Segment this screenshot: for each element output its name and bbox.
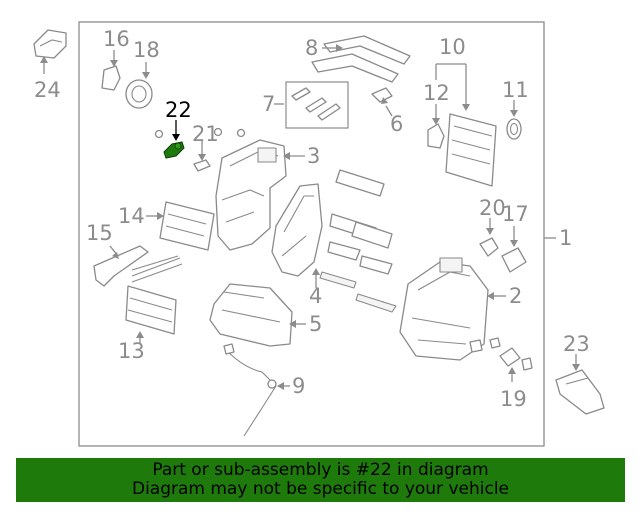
group-7-box [285,81,349,129]
part-23-duct[interactable] [555,369,605,415]
part-3-upper-case[interactable] [215,139,287,251]
label-20: 20 [479,196,506,220]
label-10: 10 [439,35,466,59]
label-24: 24 [34,78,61,102]
info-banner: Part or sub-assembly is #22 in diagram D… [16,458,625,502]
part-doors-filters [319,169,397,313]
part-24-bracket[interactable] [33,29,67,59]
label-1: 1 [559,226,572,250]
label-6: 6 [390,112,403,136]
part-15-duct[interactable] [93,245,149,287]
part-9-harness[interactable] [223,343,277,437]
part-8-seal[interactable] [311,35,411,83]
label-19: 19 [500,387,527,411]
label-2: 2 [509,284,522,308]
part-13-heater-core[interactable] [125,255,183,335]
part-20-actuator[interactable] [479,237,499,257]
part-17-module[interactable] [501,247,527,273]
part-6-gasket[interactable] [371,87,393,103]
label-16: 16 [103,27,130,51]
banner-line-2: Diagram may not be specific to your vehi… [131,479,509,499]
label-8: 8 [305,36,318,60]
label-21: 21 [192,122,219,146]
label-13: 13 [118,339,145,363]
label-3: 3 [307,144,320,168]
parts-diagram: 24 16 18 22 21 3 [33,21,605,447]
small-hardware [154,127,246,139]
label-17: 17 [502,202,529,226]
label-11: 11 [502,78,529,102]
label-12: 12 [423,81,450,105]
label-7: 7 [262,92,275,116]
label-23: 23 [563,332,590,356]
label-4: 4 [309,284,322,308]
label-9: 9 [292,374,305,398]
part-21-sensor[interactable] [193,159,211,172]
label-18: 18 [133,38,160,62]
part-5-lower-case[interactable] [209,283,293,347]
part-2-right-case[interactable] [399,257,489,361]
banner-line-1: Part or sub-assembly is #22 in diagram [152,460,489,480]
label-14: 14 [118,204,145,228]
label-22: 22 [165,98,192,122]
label-5: 5 [309,312,322,336]
part-10-evaporator[interactable] [445,113,497,187]
part-16[interactable] [101,65,121,91]
part-18-blower-motor[interactable] [125,79,153,109]
part-12-tube[interactable] [427,123,445,149]
label-15: 15 [86,221,113,245]
assembly-frame [78,21,545,447]
part-4-case-half[interactable] [271,183,323,277]
part-19-connectors[interactable] [469,337,533,371]
part-22-highlighted[interactable] [163,141,185,159]
part-7-door-kit[interactable] [291,87,341,121]
part-14-filter[interactable] [159,201,215,251]
part-11-seal-ring[interactable] [506,118,522,140]
